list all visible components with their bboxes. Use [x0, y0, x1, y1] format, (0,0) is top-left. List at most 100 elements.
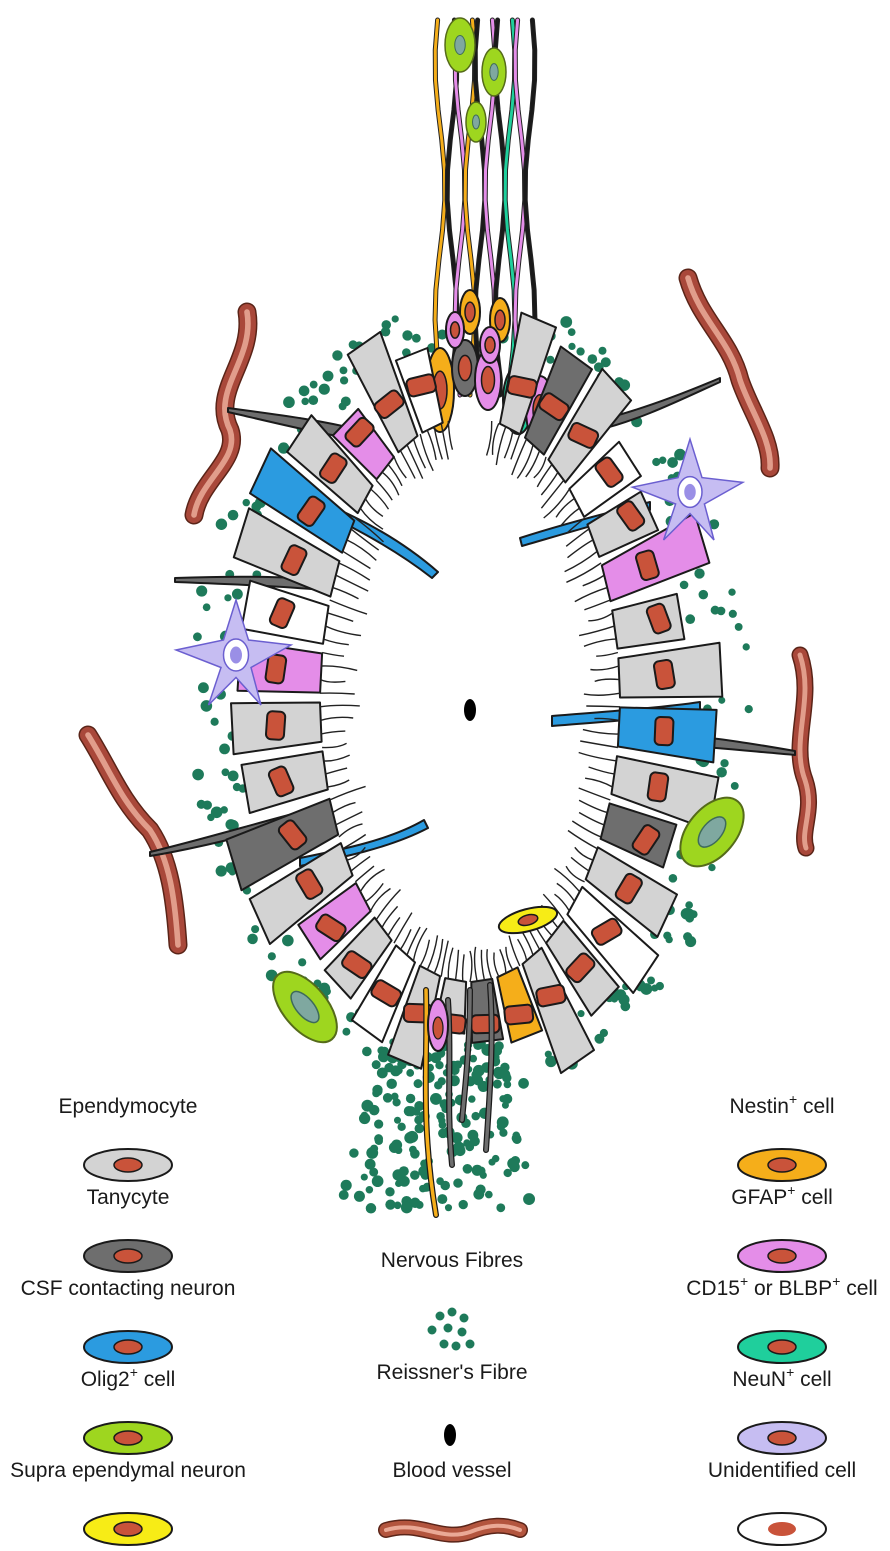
fibre-dot — [685, 901, 693, 909]
fibre-dot — [366, 1203, 376, 1213]
cilium — [343, 551, 371, 568]
fibre-dot — [685, 936, 696, 947]
fibre-dot — [283, 396, 295, 408]
fibre-dot — [402, 1202, 409, 1209]
fibre-dot — [399, 1176, 410, 1187]
legend-item: Tanycyte — [84, 1186, 172, 1272]
blood-vessel — [688, 278, 770, 468]
fibre-dot — [594, 1034, 604, 1044]
cilium — [487, 421, 492, 456]
legend-item: Blood vessel — [386, 1459, 520, 1535]
legend-label: Unidentified cell — [708, 1459, 856, 1482]
fibre-dot — [410, 1170, 419, 1179]
nucleus — [504, 1004, 534, 1025]
fibre-dot — [690, 910, 698, 918]
legend-item: GFAP+ cell — [731, 1182, 833, 1272]
fibre-dot — [232, 589, 243, 600]
fibre-dot — [196, 585, 207, 596]
fibre-dot — [268, 952, 276, 960]
fibre-dot — [437, 1194, 447, 1204]
fibre-dot — [459, 1200, 468, 1209]
cilium — [324, 639, 349, 645]
fibre-dot — [620, 1001, 630, 1011]
cilium — [388, 917, 400, 936]
fibre-dot — [386, 1079, 396, 1089]
cilium — [407, 927, 420, 956]
fibre-dot — [440, 1181, 450, 1191]
cilium — [554, 868, 579, 892]
fibre-dot — [717, 607, 726, 616]
fibre-dot — [414, 1079, 423, 1088]
fibre-dot — [247, 934, 258, 945]
cilium — [400, 929, 411, 949]
csf-neuron-icon — [84, 1331, 172, 1363]
cilium — [517, 444, 533, 478]
cilium — [596, 653, 618, 657]
fibre-dot — [731, 782, 739, 790]
fibre-dot — [496, 1203, 505, 1212]
legend-item: Unidentified cell — [708, 1459, 856, 1545]
legend-label: Olig2+ cell — [81, 1364, 176, 1391]
nucleus — [653, 659, 675, 690]
fibre-dot — [500, 1070, 510, 1080]
fibre-dot — [416, 1201, 424, 1209]
cilium — [333, 803, 356, 813]
cilium — [330, 786, 366, 800]
fibre-dot — [406, 1069, 414, 1077]
cilium — [487, 949, 492, 979]
fibre-dot — [198, 682, 209, 693]
nucleus — [266, 711, 286, 740]
fibre-dot — [611, 995, 618, 1002]
cilium — [512, 439, 527, 475]
fibre-dot — [568, 328, 576, 336]
fibre-dot — [319, 384, 330, 395]
cilium — [579, 800, 607, 812]
fibre-dot — [228, 510, 239, 521]
fibre-dot — [207, 814, 214, 821]
cilium — [575, 847, 594, 860]
fibre-dot — [216, 519, 227, 530]
fibre-dot — [588, 354, 598, 364]
fibre-dot — [301, 398, 308, 405]
fibre-dot — [298, 958, 306, 966]
cilium — [394, 913, 412, 944]
cilium — [579, 813, 604, 826]
fibre-dot — [412, 334, 421, 343]
cilium — [475, 947, 478, 982]
cilium — [584, 693, 620, 695]
fibre-dot — [374, 1119, 383, 1128]
fibre-dot — [499, 1095, 506, 1102]
fibre-dot — [203, 603, 211, 611]
fibre-dot — [718, 697, 725, 704]
fibre-dot — [399, 1166, 409, 1176]
fibre-dot — [225, 819, 236, 830]
neun-cell-icon — [738, 1422, 826, 1454]
fibre-dot — [685, 614, 695, 624]
fibre-dot — [369, 1168, 378, 1177]
fibre-dot — [439, 1121, 447, 1129]
cilium — [321, 731, 345, 734]
cilium — [493, 423, 499, 455]
fibre-dot — [220, 806, 228, 814]
tanycyte-icon — [84, 1240, 172, 1272]
fibre-dot — [598, 347, 606, 355]
fibre-dot — [366, 1147, 378, 1159]
fibre-dot — [453, 1178, 462, 1187]
fibre-dot — [251, 925, 259, 933]
cilium — [585, 778, 613, 787]
cilium — [376, 890, 400, 920]
fibre-dot — [743, 643, 750, 650]
cilium — [360, 869, 384, 892]
nucleus — [654, 717, 673, 746]
cilium — [575, 587, 608, 601]
cilium — [572, 821, 601, 837]
fibre-dot — [729, 610, 737, 618]
cilium — [511, 434, 520, 459]
fibre-dot — [666, 936, 673, 943]
cilium — [330, 600, 367, 614]
cilium — [351, 856, 370, 871]
fibre-dot — [492, 1155, 500, 1163]
fibre-dot — [576, 347, 584, 355]
cilium — [322, 653, 344, 657]
